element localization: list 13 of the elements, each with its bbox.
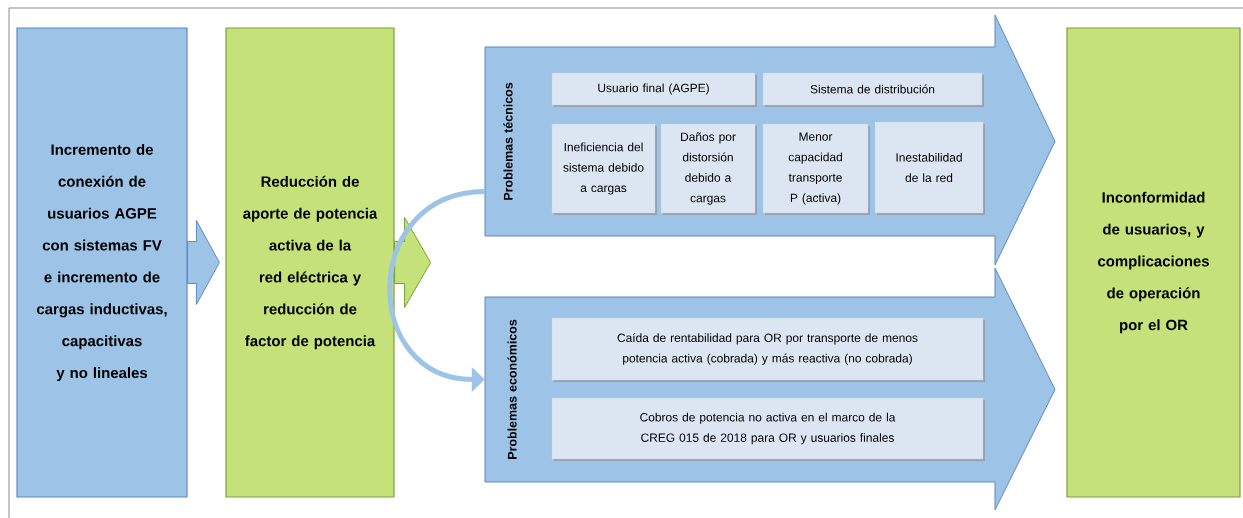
text-box: Daños por distorsión debido a cargas (660, 123, 757, 215)
block-arrow-connector (187, 220, 220, 305)
text-box: Menor capacidad transporte P (activa) (762, 123, 870, 215)
text-box: Cobros de potencia no activa en el marco de la CREG 015 de 2018 para OR y usuarios finales (551, 397, 985, 461)
process-box: Incremento de conexión de usuarios AGPE con sistemas FV e incremento de cargas inductivas, capacitivas y no lineales (16, 27, 188, 498)
block-arrow-connector (394, 217, 432, 308)
text-box: Inestabilidad de la red (874, 121, 985, 215)
text-box: Usuario final (AGPE) (551, 72, 757, 107)
text-box: Caída de rentabilidad para OR por transporte de menos potencia activa (cobrada) y más reactiva (no cobrada) (551, 317, 985, 382)
process-box: Inconformidad de usuarios, y complicaciones de operación por el OR (1066, 27, 1241, 498)
text-box: Sistema de distribución (762, 72, 984, 107)
text-box: Ineficiencia del sistema debido a cargas (551, 123, 657, 215)
process-box: Reducción de aporte de potencia activa de la red eléctrica y reducción de factor de potencia (225, 27, 395, 498)
